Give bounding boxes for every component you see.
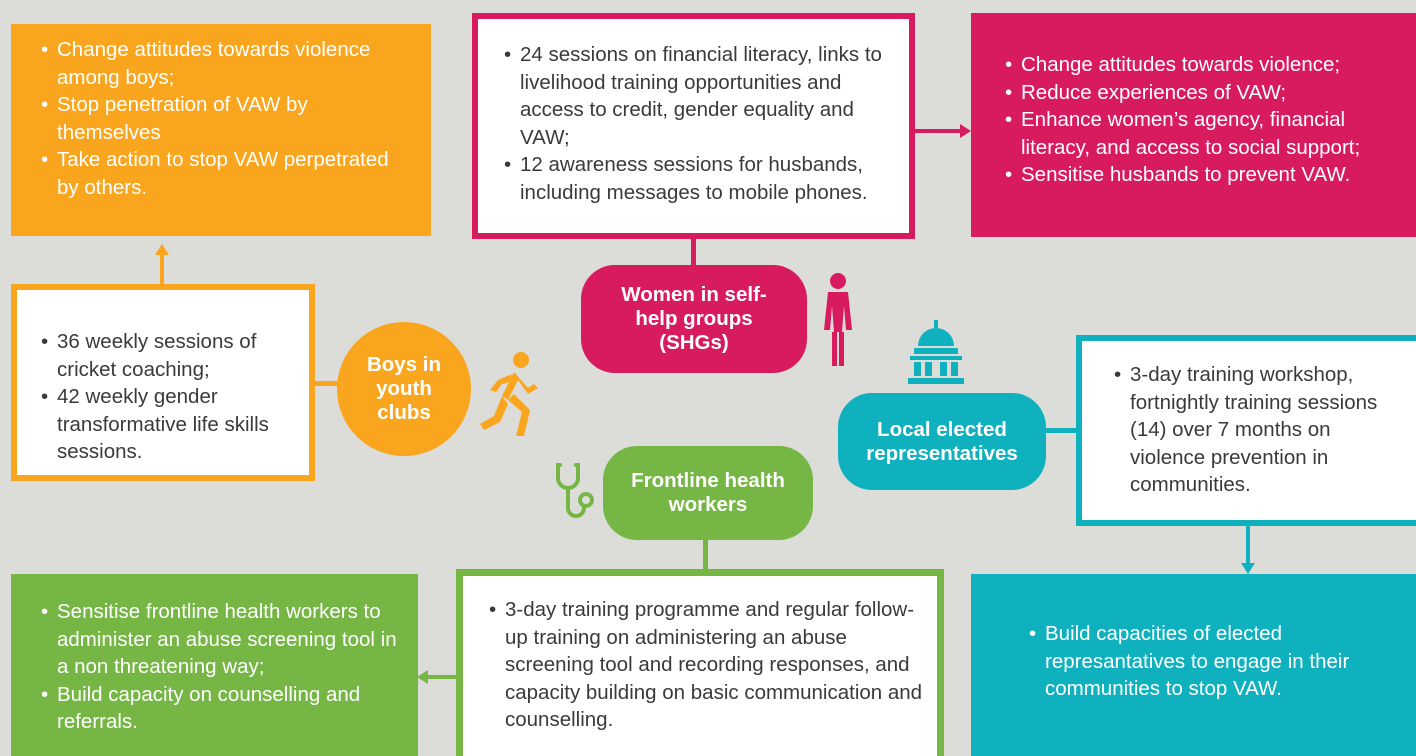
boys-activities-list: 36 weekly sessions of cricket coaching; … [39, 328, 299, 466]
list-item: Sensitise frontline health workers to ad… [39, 598, 408, 681]
elected-connector [1046, 428, 1077, 433]
list-item: 24 sessions on financial literacy, links… [502, 41, 897, 151]
building-icon [906, 320, 966, 386]
boys-activities-box: 36 weekly sessions of cricket coaching; … [11, 284, 315, 481]
health-outcomes-list: Sensitise frontline health workers to ad… [39, 598, 408, 736]
elected-outcomes-box: Build capacities of elected represantati… [971, 574, 1416, 756]
women-activities-box: 24 sessions on financial literacy, links… [472, 13, 915, 239]
women-label: Women in self-help groups (SHGs) [621, 283, 767, 354]
list-item: Stop penetration of VAW by themselves [39, 91, 415, 146]
health-connector [703, 540, 708, 570]
elected-activities-list: 3-day training workshop, fortnightly tra… [1112, 361, 1408, 499]
list-item: Reduce experiences of VAW; [1003, 79, 1404, 107]
elected-label: Local elected representatives [866, 417, 1018, 465]
boys-label: Boys in youth clubs [366, 353, 442, 424]
elected-arrow-down [1241, 526, 1255, 574]
list-item: 36 weekly sessions of cricket coaching; [39, 328, 299, 383]
list-item: Sensitise husbands to prevent VAW. [1003, 161, 1404, 189]
runner-icon [476, 350, 546, 438]
women-connector [691, 239, 696, 269]
elected-label-pill: Local elected representatives [838, 393, 1046, 490]
health-label: Frontline health workers [631, 469, 785, 516]
health-activities-list: 3-day training programme and regular fol… [487, 596, 923, 734]
boys-label-circle: Boys in youth clubs [337, 322, 471, 456]
list-item: Change attitudes towards violence; [1003, 51, 1404, 79]
health-label-pill: Frontline health workers [603, 446, 813, 540]
boys-arrow-up [155, 244, 169, 284]
women-outcomes-box: Change attitudes towards violence; Reduc… [971, 13, 1416, 237]
list-item: Take action to stop VAW perpetrated by o… [39, 146, 415, 201]
list-item: 42 weekly gender transformative life ski… [39, 383, 299, 466]
list-item: 12 awareness sessions for husbands, incl… [502, 151, 897, 206]
boys-outcomes-list: Change attitudes towards violence among … [39, 36, 415, 201]
health-activities-box: 3-day training programme and regular fol… [456, 569, 944, 756]
women-label-pill: Women in self-help groups (SHGs) [581, 265, 807, 373]
list-item: 3-day training programme and regular fol… [487, 596, 923, 734]
health-outcomes-box: Sensitise frontline health workers to ad… [11, 574, 418, 756]
list-item: Build capacity on counselling and referr… [39, 681, 408, 736]
stethoscope-icon [554, 462, 598, 526]
women-outcomes-list: Change attitudes towards violence; Reduc… [1003, 51, 1404, 189]
elected-activities-box: 3-day training workshop, fortnightly tra… [1076, 335, 1416, 526]
list-item: Enhance women’s agency, financial litera… [1003, 106, 1404, 161]
woman-icon [820, 272, 856, 368]
list-item: Build capacities of elected represantati… [1027, 620, 1366, 703]
list-item: Change attitudes towards violence among … [39, 36, 415, 91]
list-item: 3-day training workshop, fortnightly tra… [1112, 361, 1408, 499]
health-arrow-left [417, 670, 457, 684]
elected-outcomes-list: Build capacities of elected represantati… [1027, 620, 1366, 703]
boys-outcomes-box: Change attitudes towards violence among … [11, 24, 431, 236]
women-activities-list: 24 sessions on financial literacy, links… [502, 41, 897, 206]
women-arrow-right [915, 124, 971, 138]
boys-connector [315, 381, 339, 386]
